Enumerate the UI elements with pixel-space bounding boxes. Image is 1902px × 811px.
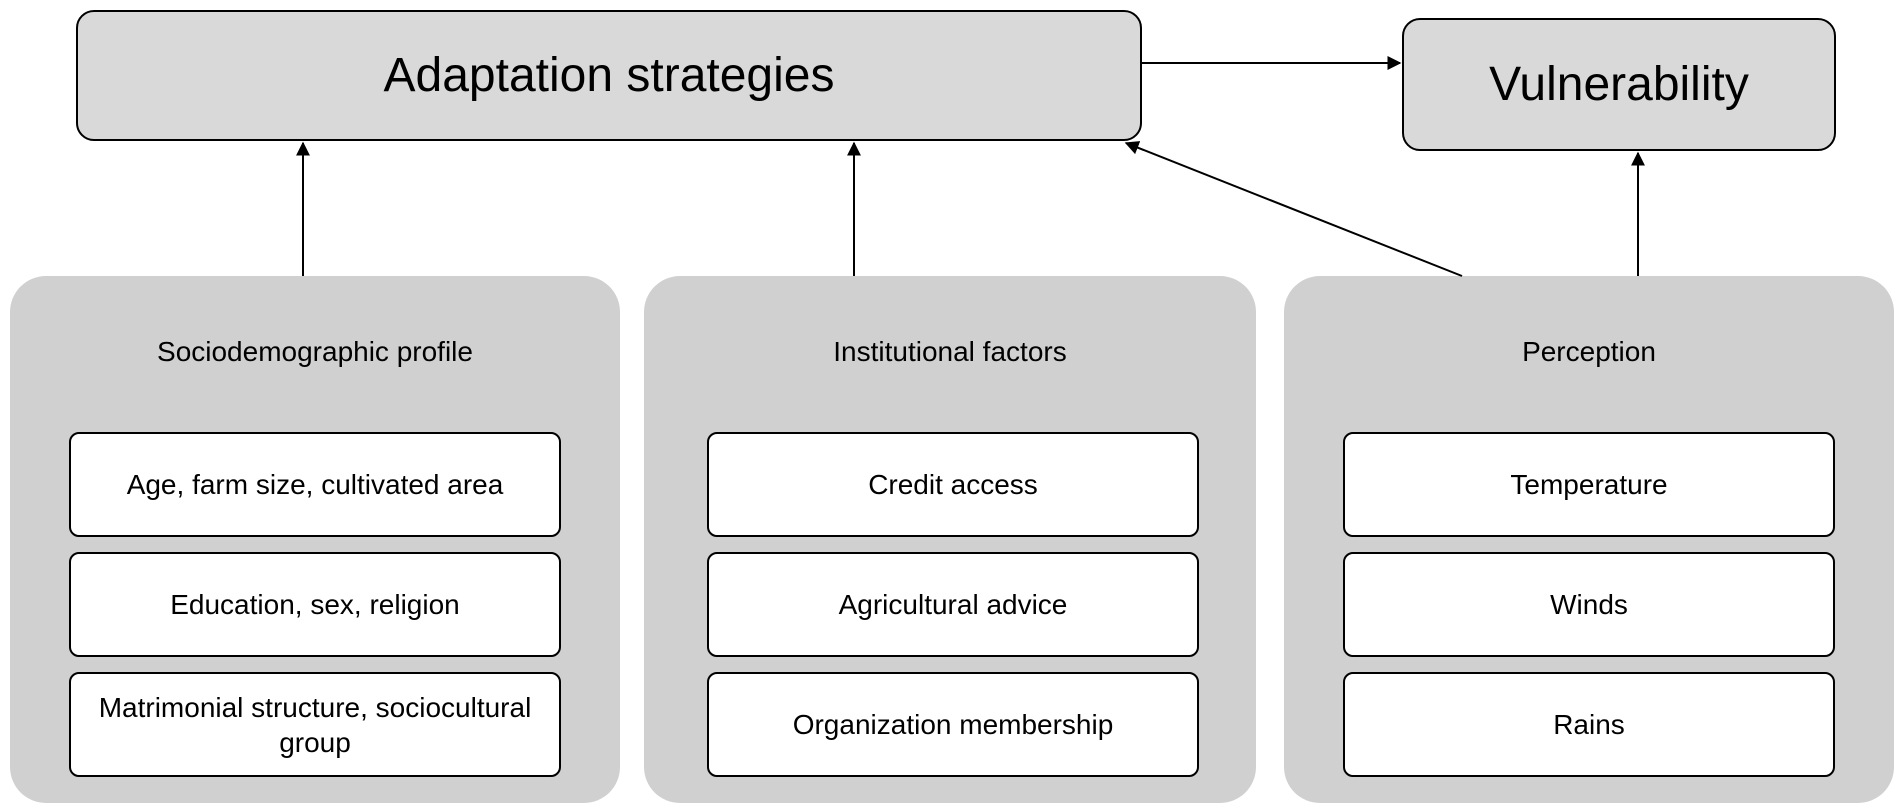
group-title: Institutional factors <box>833 336 1067 367</box>
factor-box: Matrimonial structure, sociocultural gro… <box>69 672 561 777</box>
factor-box: Winds <box>1343 552 1835 657</box>
factor-box: Credit access <box>707 432 1199 537</box>
factor-box: Education, sex, religion <box>69 552 561 657</box>
group-title: Perception <box>1522 336 1656 367</box>
perception-group: Perception Temperature Winds Rains <box>1284 276 1894 803</box>
adaptation-strategies-box: Adaptation strategies <box>76 10 1142 141</box>
vulnerability-label: Vulnerability <box>1489 58 1749 111</box>
factor-box: Agricultural advice <box>707 552 1199 657</box>
sociodemographic-profile-group: Sociodemographic profile Age, farm size,… <box>10 276 620 803</box>
vulnerability-box: Vulnerability <box>1402 18 1836 151</box>
factor-box: Organization membership <box>707 672 1199 777</box>
factor-box: Temperature <box>1343 432 1835 537</box>
arrow-perception-to-adaptation <box>1124 141 1463 277</box>
factor-box: Age, farm size, cultivated area <box>69 432 561 537</box>
institutional-factors-group: Institutional factors Credit access Agri… <box>644 276 1256 803</box>
factor-box: Rains <box>1343 672 1835 777</box>
group-title: Sociodemographic profile <box>157 336 473 367</box>
adaptation-strategies-label: Adaptation strategies <box>383 49 835 102</box>
